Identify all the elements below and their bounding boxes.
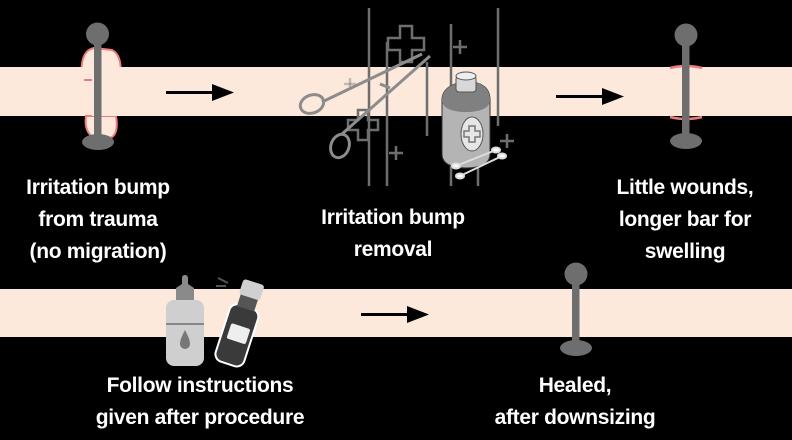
- arrow-right-icon: [166, 84, 234, 101]
- arrow-right-icon: [361, 306, 429, 323]
- surgical-tools-icon: [298, 8, 514, 186]
- step-label-removal: Irritation bump removal: [293, 202, 493, 266]
- step-label-bump: Irritation bump from trauma (no migratio…: [0, 172, 196, 268]
- labret-ball: [86, 22, 109, 46]
- labret-bar: [682, 44, 690, 142]
- labret-healed-icon: [560, 262, 592, 356]
- step-label-healed: Healed, after downsizing: [460, 370, 690, 434]
- labret-disc: [82, 134, 114, 150]
- label-line: longer bar for: [618, 208, 752, 231]
- labret-bar: [94, 42, 102, 142]
- skin-band-top: [0, 67, 792, 116]
- aftercare-bottles-icon: [166, 275, 264, 368]
- step-label-wounds: Little wounds, longer bar for swelling: [590, 172, 780, 268]
- label-line: Follow instructions: [106, 374, 294, 397]
- label-line: Irritation bump: [26, 176, 170, 199]
- cotton-swabs-icon: [451, 146, 507, 180]
- spray-bottle-icon: [214, 279, 264, 368]
- label-line: (no migration): [29, 240, 167, 263]
- labret-disc: [670, 133, 702, 149]
- labret-with-bump-icon: [70, 22, 132, 150]
- label-line: given after procedure: [95, 406, 305, 429]
- arrow-right-icon: [556, 88, 624, 105]
- label-line: Healed,: [538, 374, 612, 397]
- step-label-aftercare: Follow instructions given after procedur…: [60, 370, 340, 434]
- labret-bar: [572, 282, 580, 348]
- label-line: Irritation bump: [321, 206, 465, 229]
- labret-disc: [560, 340, 592, 356]
- labret-ball: [674, 23, 698, 47]
- label-line: removal: [353, 238, 433, 261]
- dropper-bottle-icon: [166, 275, 204, 366]
- labret-ball: [564, 262, 588, 286]
- label-line: from trauma: [38, 208, 158, 231]
- hemostat-scissors-icon: [298, 52, 431, 160]
- label-line: swelling: [644, 240, 726, 263]
- label-line: Little wounds,: [616, 176, 754, 199]
- label-line: after downsizing: [494, 406, 656, 429]
- labret-longer-bar-icon: [669, 23, 703, 149]
- antiseptic-bottle-icon: [441, 71, 491, 169]
- cross-outline-icon: [386, 24, 426, 64]
